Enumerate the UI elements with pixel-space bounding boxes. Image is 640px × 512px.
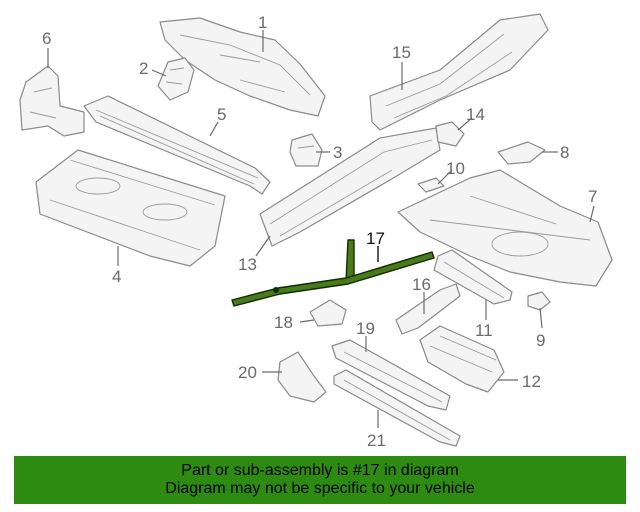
part-3 (289, 133, 323, 167)
part-21 (333, 369, 461, 447)
banner-line-2: Diagram may not be specific to your vehi… (165, 480, 475, 497)
callout-5: 5 (217, 105, 226, 124)
info-banner: Part or sub-assembly is #17 in diagram D… (14, 456, 626, 504)
callout-2: 2 (139, 59, 148, 78)
part-14 (435, 121, 465, 147)
part-5 (83, 95, 271, 195)
callout-15: 15 (392, 43, 411, 62)
callout-20: 20 (238, 363, 257, 382)
parts-diagram: 1 2 3 4 5 6 7 8 9 10 11 12 13 14 15 16 1… (19, 13, 613, 450)
part-17-highlighted (231, 239, 435, 307)
callout-21: 21 (367, 431, 386, 450)
part-2 (157, 57, 195, 101)
callout-1: 1 (258, 13, 267, 32)
part-10 (417, 177, 445, 193)
callout-18: 18 (274, 313, 293, 332)
part-7 (397, 169, 613, 287)
callout-13: 13 (238, 255, 257, 274)
part-18 (309, 299, 347, 327)
part-6 (19, 65, 85, 137)
callout-14: 14 (466, 105, 485, 124)
callout-8: 8 (560, 143, 569, 162)
part-15 (369, 13, 549, 131)
callout-labels: 1 2 3 4 5 6 7 8 9 10 11 12 13 14 15 16 1… (42, 13, 597, 450)
callout-6: 6 (42, 29, 51, 48)
part-8 (497, 141, 546, 165)
part-12 (419, 325, 505, 393)
callout-9: 9 (536, 331, 545, 350)
callout-7: 7 (588, 187, 597, 206)
part-9 (527, 291, 551, 311)
part-20 (277, 351, 327, 403)
part-4 (35, 149, 226, 267)
part-19 (331, 339, 451, 411)
callout-11: 11 (475, 321, 493, 340)
callout-10: 10 (446, 159, 465, 178)
callout-3: 3 (333, 143, 342, 162)
callout-17: 17 (366, 229, 385, 248)
banner-line-1: Part or sub-assembly is #17 in diagram (181, 462, 459, 479)
part-13 (259, 127, 441, 247)
part-16 (395, 283, 461, 335)
callout-4: 4 (112, 267, 121, 286)
callout-12: 12 (522, 372, 541, 391)
part-11 (433, 249, 513, 305)
callout-19: 19 (356, 319, 375, 338)
leader-lines (47, 30, 595, 428)
callout-16: 16 (412, 275, 431, 294)
